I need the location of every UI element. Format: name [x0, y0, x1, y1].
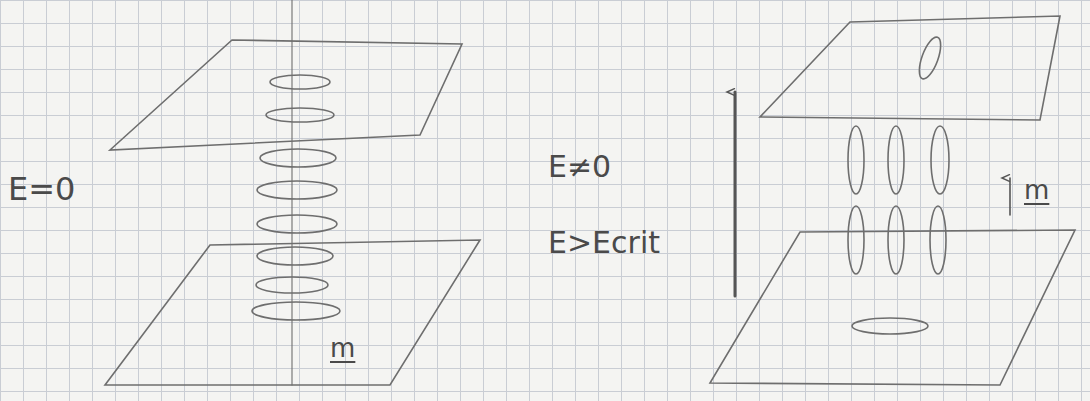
condition-label: E>Ecrit	[548, 226, 660, 259]
axis-line	[291, 0, 292, 385]
molecules-vertical	[848, 35, 949, 334]
field-arrow	[734, 92, 737, 296]
field-label: E=0	[8, 172, 75, 207]
field-label: E≠0	[548, 150, 611, 183]
vector-label: m	[1024, 176, 1049, 205]
top-plate	[110, 40, 462, 150]
molecules-horizontal	[252, 75, 340, 320]
top-plate	[760, 16, 1060, 120]
vector-label: m	[330, 334, 355, 363]
bottom-plate	[710, 230, 1075, 385]
director-arrow	[1009, 178, 1011, 215]
